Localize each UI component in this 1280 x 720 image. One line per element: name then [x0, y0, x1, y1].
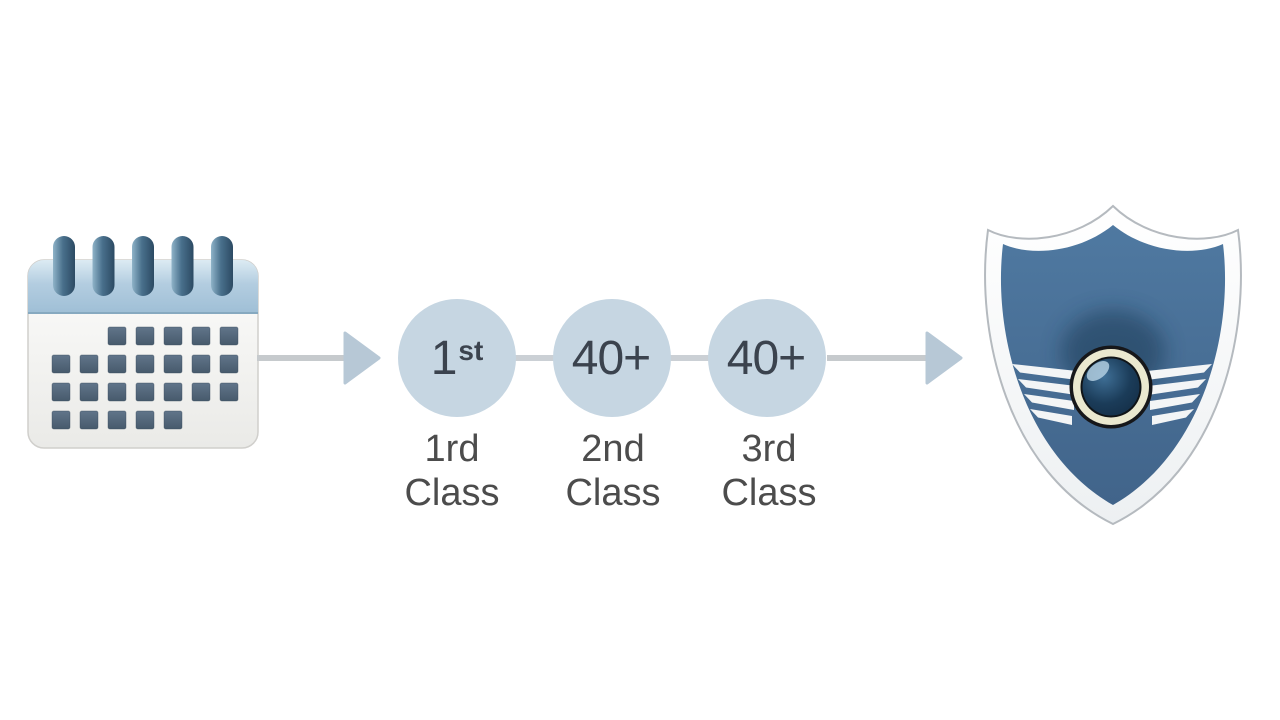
step-label-3: 3rd Class: [721, 428, 817, 514]
wings-icon: [1012, 364, 1212, 425]
step-circle-3: 40+: [708, 299, 826, 417]
calendar-binding-rings: [53, 236, 233, 296]
step-circle-2: 40+: [553, 299, 671, 417]
step-circle-1: 1st: [398, 299, 516, 417]
calendar-icon: [27, 236, 259, 449]
step-label-2: 2nd Class: [565, 428, 661, 514]
step-value: 1st: [430, 331, 484, 385]
arrow-right-icon: [257, 331, 381, 385]
step-label-1: 1rd Class: [404, 428, 500, 514]
step-value: 40+: [726, 331, 806, 385]
step-value-suffix: st: [458, 334, 484, 366]
ring-emblem-icon: [1069, 345, 1153, 429]
step-value: 40+: [571, 331, 651, 385]
badge-shield-icon: [984, 204, 1242, 526]
calendar-date-grid: [51, 326, 239, 430]
arrow-right-icon: [827, 331, 963, 385]
